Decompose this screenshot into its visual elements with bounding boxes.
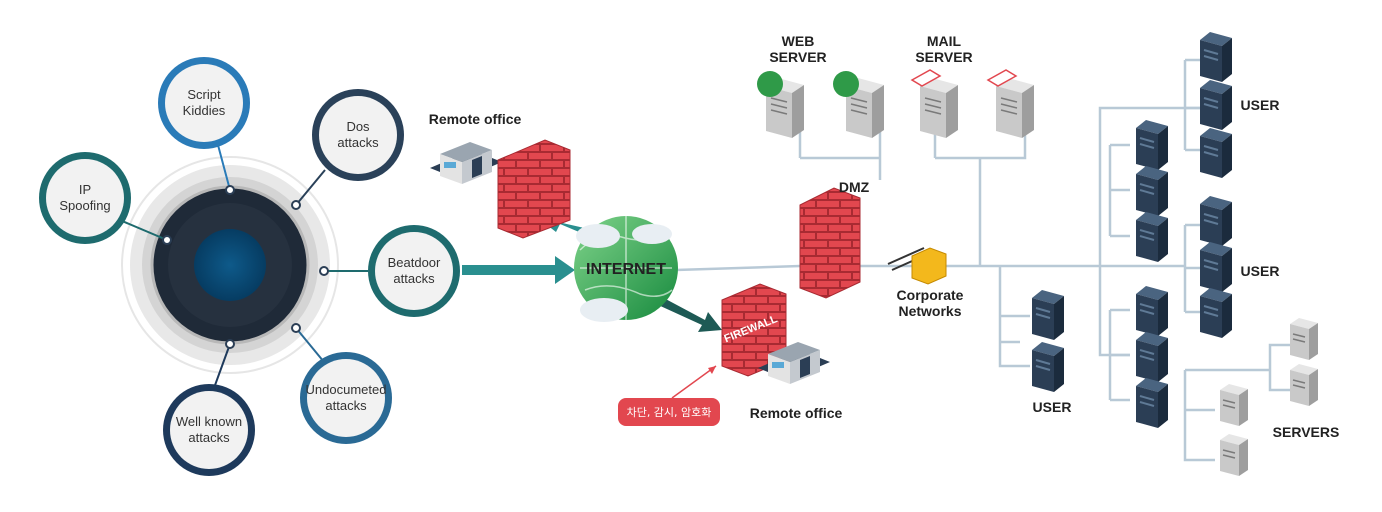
attack-well-known: Well known attacks bbox=[163, 384, 255, 476]
mail-server-label-line2: SERVER bbox=[915, 49, 972, 65]
attack-beatdoor: Beatdoor attacks bbox=[368, 225, 460, 317]
corporate-router: Corporate Networks bbox=[887, 247, 964, 319]
attack-label-line1: Undocumeted bbox=[306, 382, 387, 397]
attack-label-line1: Script bbox=[187, 87, 221, 102]
dmz-firewall: DMZ bbox=[799, 179, 870, 299]
attack-label-line1: Beatdoor bbox=[388, 255, 441, 270]
attack-label-line2: attacks bbox=[393, 271, 435, 286]
attack-label-line1: IP bbox=[79, 182, 91, 197]
web-server-group: WEB SERVER bbox=[757, 33, 885, 139]
globe-icon bbox=[833, 71, 859, 97]
note-text: 차단, 감시, 암호화 bbox=[627, 406, 712, 419]
mail-server-group: MAIL SERVER bbox=[910, 33, 1035, 139]
web-server-label-line2: SERVER bbox=[769, 49, 826, 65]
firewall-bottom: FIREWALL bbox=[721, 283, 787, 377]
user-label: USER bbox=[1241, 97, 1280, 113]
spoke-nodes bbox=[162, 185, 329, 349]
router-icon bbox=[911, 247, 947, 285]
mail-server-label-line1: MAIL bbox=[927, 33, 962, 49]
remote-office-bottom: Remote office bbox=[750, 342, 843, 421]
web-server-label-line1: WEB bbox=[782, 33, 815, 49]
attack-ip-spoofing: IP Spoofing bbox=[39, 152, 131, 244]
attack-label-line2: attacks bbox=[337, 135, 379, 150]
attack-hub bbox=[121, 156, 339, 374]
arrow-to-internet bbox=[462, 256, 575, 284]
note-callout: 차단, 감시, 암호화 bbox=[618, 365, 720, 426]
corporate-label-line2: Networks bbox=[898, 303, 961, 319]
attack-script-kiddies: Script Kiddies bbox=[158, 57, 250, 149]
attack-label-line2: attacks bbox=[188, 430, 230, 445]
attack-label-line2: Spoofing bbox=[59, 198, 110, 213]
attack-label-line1: Dos bbox=[346, 119, 370, 134]
internet-globe: INTERNET bbox=[574, 216, 678, 322]
user-label: USER bbox=[1033, 399, 1072, 415]
mail-icon bbox=[910, 69, 942, 87]
firewall-wall-top bbox=[497, 139, 571, 239]
remote-office-bottom-label: Remote office bbox=[750, 405, 843, 421]
arrow-to-firewall bbox=[656, 296, 722, 332]
globe-icon bbox=[757, 71, 783, 97]
attack-undocumented: Undocumeted attacks bbox=[300, 352, 392, 444]
remote-office-top-label: Remote office bbox=[429, 111, 522, 127]
corporate-label-line1: Corporate bbox=[897, 287, 964, 303]
attack-label-line1: Well known bbox=[176, 414, 242, 429]
mail-icon bbox=[986, 69, 1018, 87]
servers-label: SERVERS bbox=[1273, 424, 1340, 440]
server-farm bbox=[1219, 317, 1319, 477]
user-label: USER bbox=[1241, 263, 1280, 279]
attack-dos: Dos attacks bbox=[312, 89, 404, 181]
dmz-label: DMZ bbox=[839, 179, 870, 195]
internet-label: INTERNET bbox=[586, 261, 666, 278]
user-servers bbox=[1031, 31, 1233, 429]
attack-label-line2: attacks bbox=[325, 398, 367, 413]
attack-label-line2: Kiddies bbox=[183, 103, 226, 118]
remote-office-top: Remote office bbox=[429, 111, 571, 239]
